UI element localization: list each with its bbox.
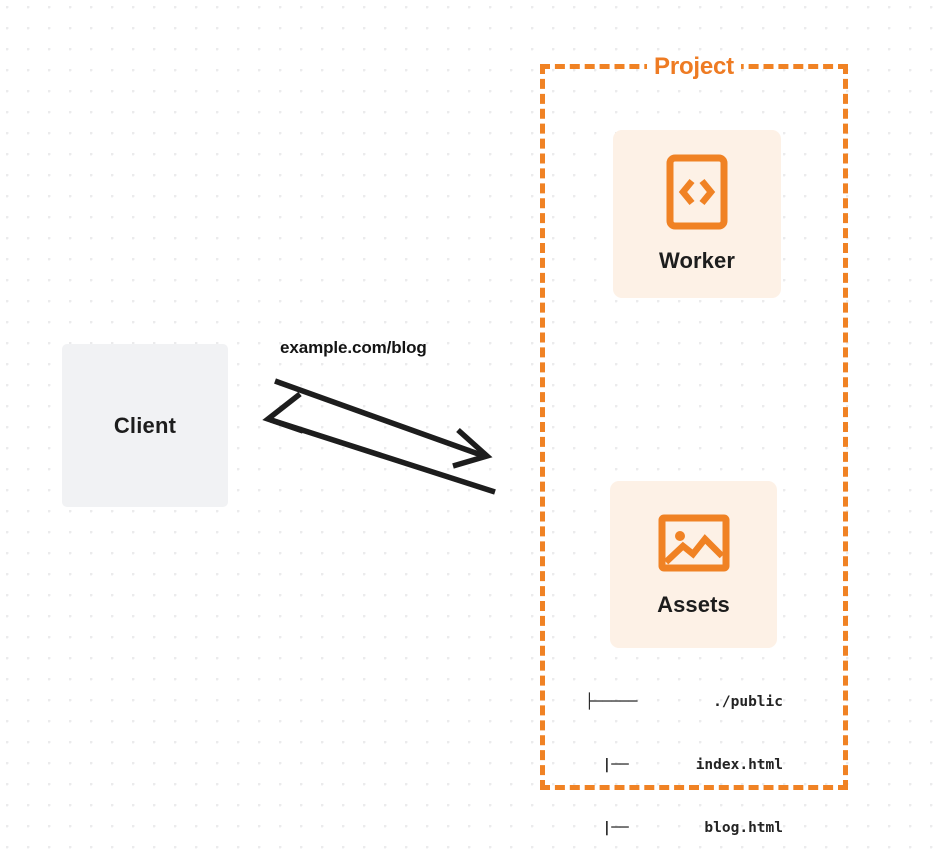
tree-node-name: ./public [713, 694, 783, 710]
project-container: Project [540, 52, 848, 790]
tree-branch-glyph: ├───── [585, 694, 638, 710]
file-tree-row: ├───── ./public [585, 692, 783, 713]
assets-card[interactable]: Assets [610, 481, 777, 648]
tree-node-name: blog.html [704, 820, 783, 836]
assets-card-label: Assets [657, 591, 730, 617]
worker-card[interactable]: Worker [613, 130, 781, 298]
arrow-inbound [262, 391, 496, 495]
project-title: Project [647, 52, 741, 82]
tree-node-name: index.html [695, 757, 783, 773]
tree-branch-glyph: |── [585, 820, 629, 836]
worker-card-label: Worker [659, 248, 735, 273]
image-icon [658, 512, 730, 574]
assets-file-tree: ├───── ./public |── index.html |── blog.… [585, 650, 783, 860]
code-brackets-icon [666, 154, 728, 230]
file-tree-row: |── index.html [585, 755, 783, 776]
file-tree-row: |── blog.html [585, 818, 783, 839]
tree-branch-glyph: |── [585, 757, 629, 773]
connection-label: example.com/blog [280, 338, 427, 357]
client-node[interactable]: Client [62, 344, 228, 507]
client-node-label: Client [113, 412, 177, 438]
arrow-outbound [274, 378, 493, 469]
